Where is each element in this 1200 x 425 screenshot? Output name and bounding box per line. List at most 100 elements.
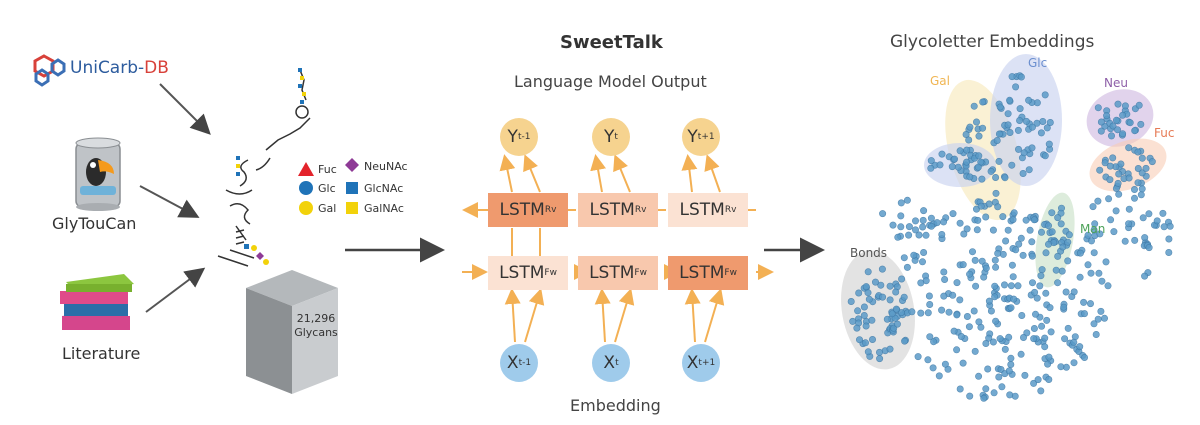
embedding-point xyxy=(1028,252,1036,260)
embedding-point xyxy=(1038,228,1046,236)
embedding-point xyxy=(966,123,974,131)
embedding-point xyxy=(953,311,961,319)
embedding-point xyxy=(1048,209,1056,217)
embedding-point xyxy=(993,137,1001,145)
embedding-point xyxy=(1001,345,1009,353)
embedding-point xyxy=(897,199,905,207)
embedding-point xyxy=(853,324,861,332)
embedding-point xyxy=(1089,203,1097,211)
embedding-point xyxy=(1135,101,1143,109)
embedding-point xyxy=(1016,117,1024,125)
embedding-point xyxy=(1028,238,1036,246)
embedding-point xyxy=(933,219,941,227)
embedding-point xyxy=(1054,252,1062,260)
embedding-point xyxy=(1042,249,1050,257)
embedding-point xyxy=(1029,279,1037,287)
embedding-point xyxy=(1090,320,1098,328)
embedding-point xyxy=(954,163,962,171)
embedding-point xyxy=(908,308,916,316)
embedding-point xyxy=(1084,231,1092,239)
embedding-point xyxy=(922,231,930,239)
embedding-point xyxy=(1057,363,1065,371)
embedding-point xyxy=(903,196,911,204)
embedding-point xyxy=(864,289,872,297)
embedding-point xyxy=(1022,216,1030,224)
embedding-point xyxy=(1021,371,1029,379)
embedding-point xyxy=(995,130,1003,138)
cluster-label-glc: Glc xyxy=(1028,56,1048,70)
embedding-point xyxy=(992,189,1000,197)
embedding-point xyxy=(926,300,934,308)
embedding-point xyxy=(972,118,980,126)
embedding-point xyxy=(1095,269,1103,277)
embedding-point xyxy=(1044,360,1052,368)
embedding-point xyxy=(1019,251,1027,259)
embedding-point xyxy=(1090,249,1098,257)
embedding-point xyxy=(1017,350,1025,358)
embedding-point xyxy=(1022,117,1030,125)
embedding-point xyxy=(935,372,943,380)
embedding-point xyxy=(894,233,902,241)
embedding-point xyxy=(975,318,983,326)
embedding-point xyxy=(920,249,928,257)
embedding-point xyxy=(1014,282,1022,290)
embedding-point xyxy=(996,335,1004,343)
embedding-point xyxy=(1070,359,1078,367)
embedding-point xyxy=(1059,243,1067,251)
embedding-point xyxy=(920,207,928,215)
embedding-point xyxy=(879,210,887,218)
embedding-point xyxy=(897,223,905,231)
arrow-glytoucan xyxy=(139,185,200,218)
embedding-point xyxy=(927,222,935,230)
embedding-point xyxy=(1125,205,1133,213)
embedding-point xyxy=(974,216,982,224)
embedding-point xyxy=(1006,96,1014,104)
embedding-point xyxy=(1037,387,1045,395)
embedding-point xyxy=(1005,333,1013,341)
embedding-point xyxy=(1025,96,1033,104)
embedding-point xyxy=(1061,335,1069,343)
embedding-point xyxy=(973,226,981,234)
embedding-point xyxy=(1112,207,1120,215)
embedding-point xyxy=(1114,179,1122,187)
embedding-point xyxy=(897,212,905,220)
embedding-point xyxy=(919,223,927,231)
embedding-point xyxy=(1138,169,1146,177)
literature-label: Literature xyxy=(62,344,141,363)
embedding-point xyxy=(1034,376,1042,384)
cluster-label-bonds: Bonds xyxy=(850,246,888,260)
embedding-point xyxy=(1045,375,1053,383)
embedding-point xyxy=(924,309,932,317)
embedding-point xyxy=(905,231,913,239)
embedding-point xyxy=(925,292,933,300)
embedding-point xyxy=(936,161,944,169)
lstm-connections xyxy=(462,154,774,343)
embedding-point xyxy=(1006,129,1014,137)
embedding-point xyxy=(878,265,886,273)
embedding-point xyxy=(1033,119,1041,127)
embedding-point xyxy=(938,231,946,239)
embedding-point xyxy=(1165,235,1173,243)
embedding-point xyxy=(1141,272,1149,280)
embedding-point xyxy=(1014,126,1022,134)
embedding-point xyxy=(1114,126,1122,134)
embedding-point xyxy=(1102,258,1110,266)
unicarb-logo-icon xyxy=(33,54,66,87)
embedding-point xyxy=(929,364,937,372)
embedding-point xyxy=(1008,261,1016,269)
embedding-point xyxy=(886,296,894,304)
embedding-point xyxy=(1062,288,1070,296)
embedding-point xyxy=(1094,197,1102,205)
embedding-point xyxy=(956,147,964,155)
embedding-point xyxy=(905,223,913,231)
embedding-point xyxy=(1097,127,1105,135)
embedding-point xyxy=(978,175,986,183)
embedding-point xyxy=(991,256,999,264)
embedding-point xyxy=(1041,152,1049,160)
embedding-point xyxy=(892,305,900,313)
embedding-point xyxy=(1096,230,1104,238)
embedding-point xyxy=(1006,391,1014,399)
embedding-point xyxy=(855,336,863,344)
